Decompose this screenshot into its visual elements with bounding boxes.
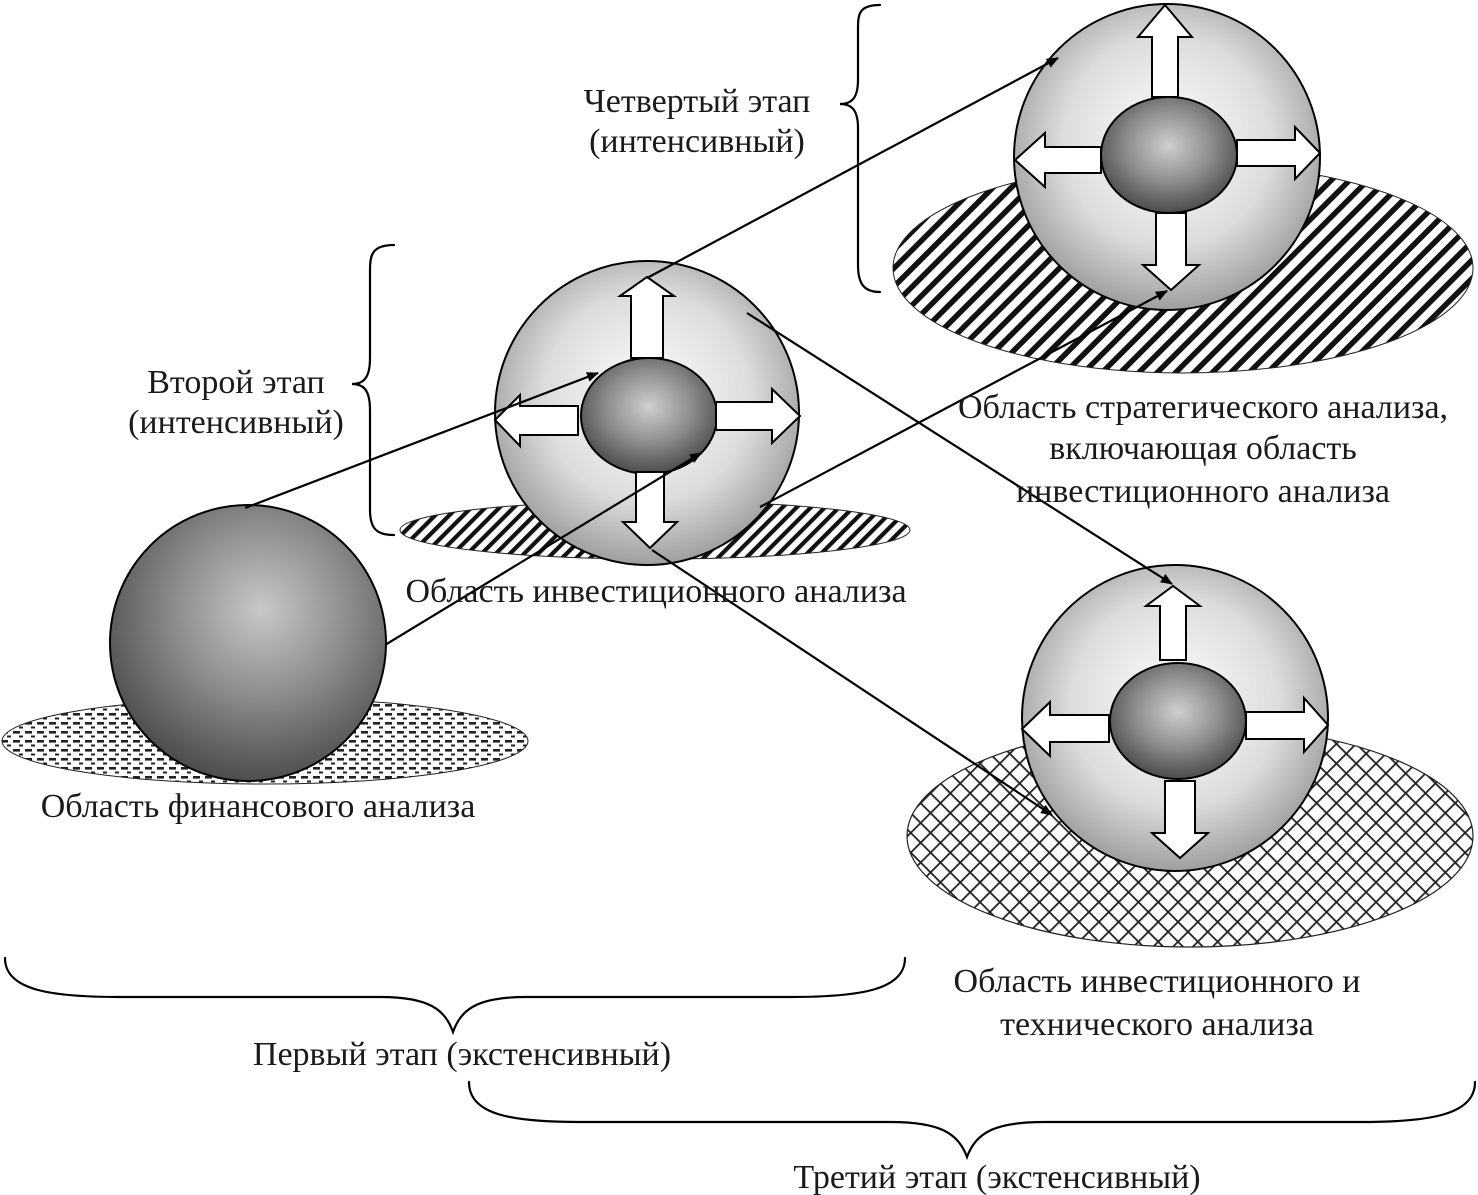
stage3-left-arrow [1020,699,1110,759]
stage3-sphere [1021,564,1329,872]
stage3-down-arrow [1149,780,1211,860]
connector-2-to-3-area [651,549,1053,816]
stage4-up-arrow [1135,3,1195,98]
stage4-brace [839,3,882,294]
stage4-right-arrow [1236,124,1322,182]
stage2-brace [351,243,396,537]
stage2-label-line1: Второй этап [147,364,325,401]
stage4-left-arrow [1013,130,1102,190]
stage1-label: Первый этап (экстенсивный) [253,1036,671,1073]
invest-tech-area-label-line2: технического анализа [1000,1006,1314,1043]
financial-sphere [109,504,387,782]
connector-2-to-3 [746,312,1173,585]
financial-area-label: Область финансового анализа [41,788,476,825]
stage4-label-line2: (интенсивный) [589,123,805,160]
stage3-label: Третий этап (экстенсивный) [793,1159,1200,1195]
connector-1-to-2-core-lower [384,452,702,646]
stage3-up-arrow [1142,584,1204,661]
stage3-right-arrow [1245,695,1330,755]
stage2-label-line2: (интенсивный) [128,404,344,441]
stage1-brace [3,956,907,1036]
stage2-up-arrow [616,275,678,359]
strategic-area-label-line3: инвестиционного анализа [1016,473,1390,510]
strategic-area-label-line1: Область стратегического анализа, [958,389,1448,426]
invest-tech-area-label-line1: Область инвестиционного и [954,963,1361,1000]
stage4-label-line1: Четвертый этап [584,83,811,120]
stage4-down-arrow [1140,212,1202,292]
strategic-area-label-line2: включающая область [1049,430,1357,467]
stage2-right-arrow [715,386,802,446]
stage2-left-arrow [493,392,579,449]
stage3-brace [467,1080,1477,1161]
connector-1-to-2-core [244,371,599,510]
investment-area-label: Область инвестиционного анализа [405,573,906,610]
connector-2-to-strategic [759,290,1168,508]
connector-2-to-4 [646,57,1059,279]
